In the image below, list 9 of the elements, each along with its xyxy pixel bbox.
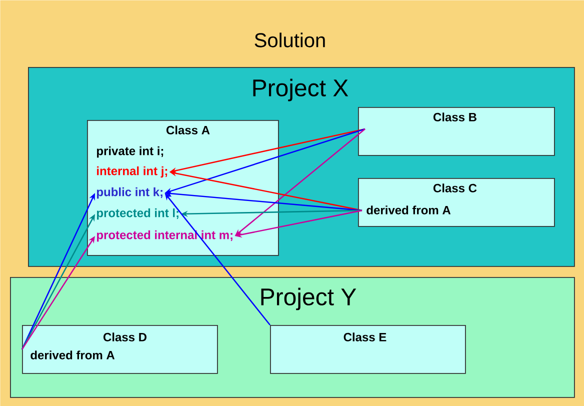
member-text: protected internal int m; [97,230,232,242]
class-box: Class D derived from A [22,325,218,374]
class-box: Class E [270,325,466,374]
class-box: Class B [358,107,555,156]
member-text: public int k; [97,187,162,199]
member-text: protected int l; [97,208,178,220]
member-text: internal int j; [97,166,168,178]
class-box: Class C derived from A [358,178,555,227]
member-text: private int i; [97,146,164,158]
